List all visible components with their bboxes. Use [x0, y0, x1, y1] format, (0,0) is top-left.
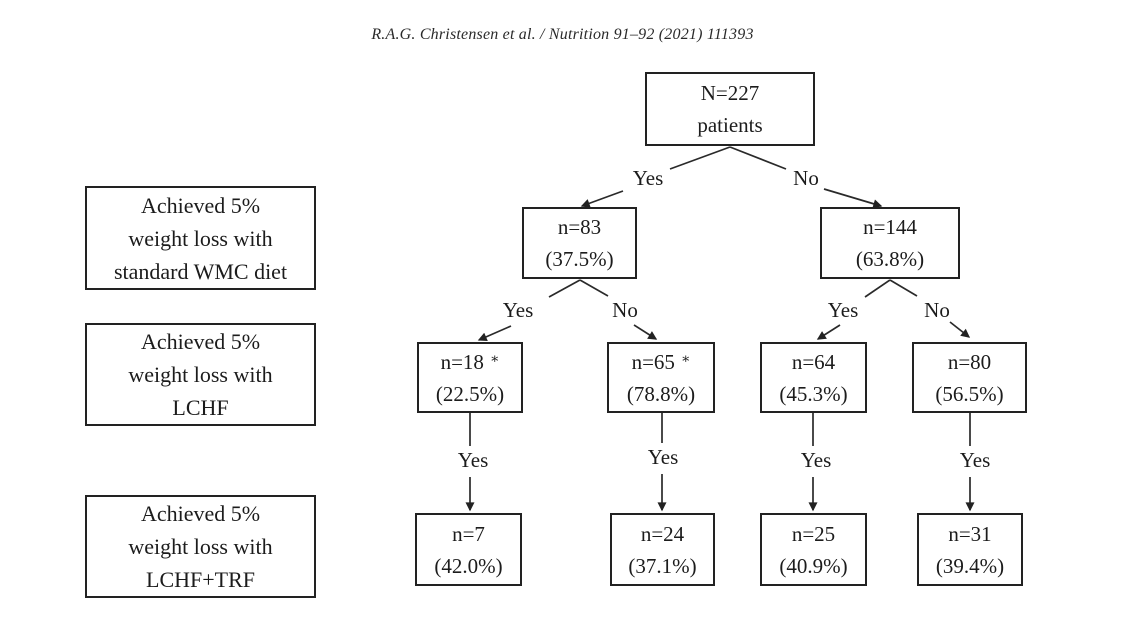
edge-label-yes-lchf-left: Yes: [502, 298, 534, 322]
node-count: n=83: [557, 215, 602, 239]
node-count: n=144: [863, 215, 917, 239]
row-label-line: LCHF+TRF: [146, 567, 255, 592]
edge-label-no-lchf-left: No: [612, 298, 638, 322]
row-label-line: LCHF: [172, 395, 229, 420]
row-label-line: Achieved 5%: [140, 192, 261, 218]
node-subtext: patients: [697, 113, 763, 137]
node-n83: n=83 (37.5%): [522, 207, 637, 279]
node-count: n=31: [948, 521, 992, 546]
node-percent: (42.0%): [434, 553, 503, 578]
node-count: n=65: [631, 349, 675, 374]
node-n144: n=144 (63.8%): [820, 207, 960, 279]
row-label-lchf: Achieved 5% weight loss with LCHF: [85, 323, 316, 426]
row-label-line: Achieved 5%: [140, 329, 261, 354]
edge-label-yes-trf-3: Yes: [800, 448, 832, 472]
journal-citation: R.A.G. Christensen et al. / Nutrition 91…: [371, 26, 754, 43]
node-percent: (56.5%): [935, 381, 1004, 406]
node-n18: n=18 ∗ (22.5%): [417, 342, 523, 413]
edge-label-yes-trf-4: Yes: [959, 448, 991, 472]
row-label-line: weight loss with: [128, 225, 273, 251]
node-percent: (45.3%): [779, 381, 848, 406]
node-count: n=7: [452, 521, 485, 546]
row-label-wmc-diet: Achieved 5% weight loss with standard WM…: [85, 186, 316, 290]
significance-asterisk: ∗: [680, 351, 691, 367]
node-n80: n=80 (56.5%): [912, 342, 1027, 413]
node-percent: (40.9%): [779, 553, 848, 578]
edge-label-no-lchf-right: No: [924, 298, 950, 322]
edge-label-yes-wmc: Yes: [632, 166, 664, 190]
row-label-line: weight loss with: [128, 362, 273, 387]
edge-label-yes-trf-1: Yes: [457, 448, 489, 472]
node-n31: n=31 (39.4%): [917, 513, 1023, 586]
node-percent: (78.8%): [626, 381, 696, 406]
node-n25: n=25 (40.9%): [760, 513, 867, 586]
node-count-line: n=18 ∗: [441, 346, 500, 378]
node-count: N=227: [700, 81, 760, 105]
node-percent: (63.8%): [855, 247, 925, 271]
node-n7: n=7 (42.0%): [415, 513, 522, 586]
node-percent: (22.5%): [435, 381, 505, 406]
node-total-patients: N=227 patients: [645, 72, 815, 146]
node-count: n=24: [640, 521, 685, 546]
edge-label-no-wmc: No: [793, 166, 819, 190]
node-n64: n=64 (45.3%): [760, 342, 867, 413]
row-label-lchf-trf: Achieved 5% weight loss with LCHF+TRF: [85, 495, 316, 598]
row-label-line: Achieved 5%: [140, 501, 261, 526]
node-percent: (37.5%): [545, 247, 614, 271]
node-count: n=64: [791, 349, 836, 374]
node-count: n=25: [791, 521, 836, 546]
edge-label-yes-lchf-right: Yes: [827, 298, 859, 322]
node-n24: n=24 (37.1%): [610, 513, 715, 586]
significance-asterisk: ∗: [489, 351, 500, 367]
edge-label-yes-trf-2: Yes: [647, 445, 679, 469]
node-percent: (39.4%): [935, 553, 1005, 578]
row-label-line: standard WMC diet: [113, 258, 288, 284]
row-label-line: weight loss with: [128, 534, 273, 559]
node-count-line: n=65 ∗: [632, 346, 691, 378]
node-count: n=18: [440, 349, 484, 374]
node-n65: n=65 ∗ (78.8%): [607, 342, 715, 413]
node-count: n=80: [947, 349, 992, 374]
node-percent: (37.1%): [628, 553, 697, 578]
